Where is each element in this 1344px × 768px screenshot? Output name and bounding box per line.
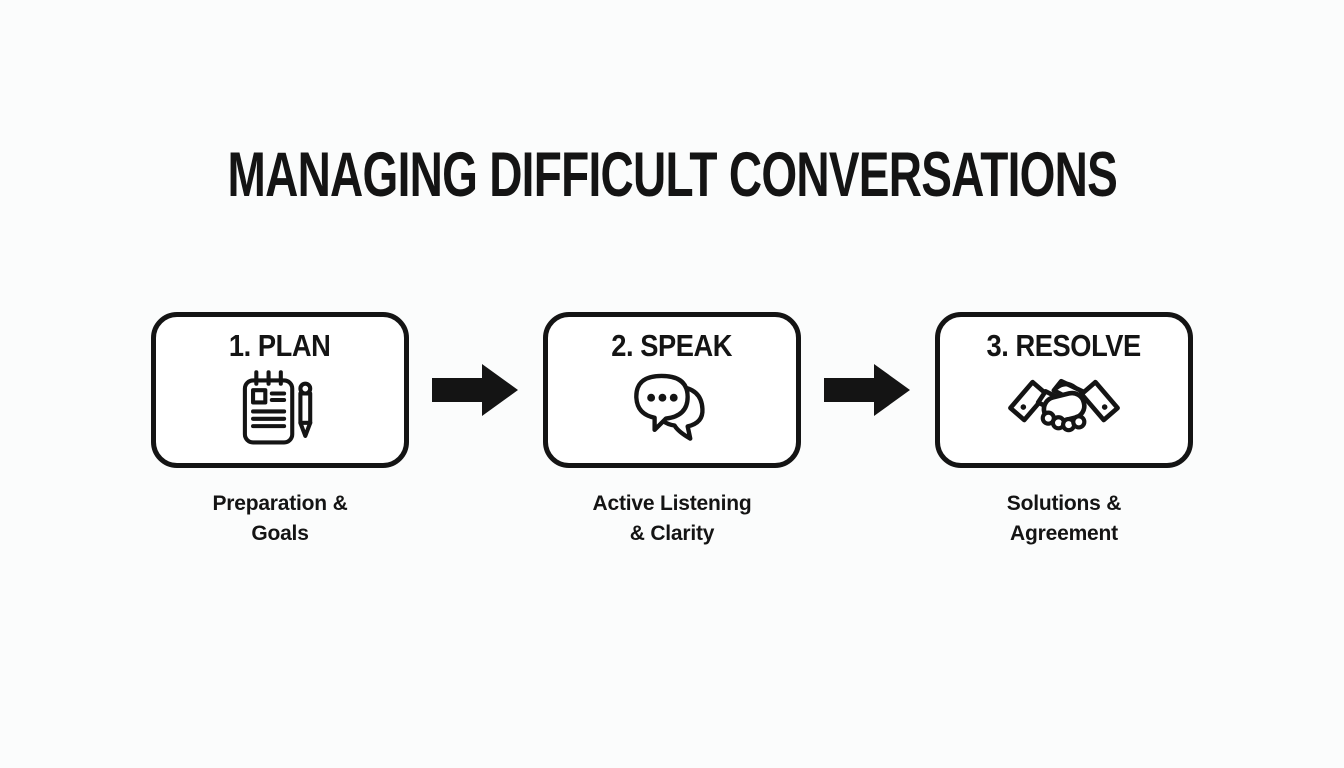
step-plan: 1. PLAN [151, 312, 409, 549]
step-heading-resolve: 3. RESOLVE [986, 328, 1142, 363]
notepad-pen-icon [238, 369, 322, 449]
caption-line: Goals [251, 521, 309, 545]
caption-line: & Clarity [629, 521, 715, 545]
caption-line: Solutions & [1006, 492, 1122, 515]
step-caption-speak: Active Listening & Clarity [593, 489, 752, 549]
page-title-wrap: MANAGING DIFFICULT CONVERSATIONS [0, 144, 1344, 207]
process-diagram: 1. PLAN [0, 312, 1344, 549]
caption-line: Agreement [1010, 521, 1118, 545]
step-box-resolve: 3. RESOLVE [935, 312, 1193, 468]
arrow-right-icon [409, 312, 543, 468]
step-caption-plan: Preparation & Goals [212, 489, 347, 549]
step-caption-resolve: Solutions & Agreement [1006, 489, 1122, 549]
step-box-plan: 1. PLAN [151, 312, 409, 468]
speech-bubbles-icon [626, 369, 718, 449]
step-heading-speak: 2. SPEAK [611, 328, 733, 363]
step-speak: 2. SPEAK Active Listening & C [543, 312, 801, 549]
step-heading-plan: 1. PLAN [229, 328, 331, 363]
handshake-icon [1003, 369, 1125, 447]
step-resolve: 3. RESOLVE [935, 312, 1193, 549]
caption-line: Preparation & [212, 492, 348, 515]
arrow-right-icon [801, 312, 935, 468]
caption-line: Active Listening [592, 492, 752, 515]
page-title: MANAGING DIFFICULT CONVERSATIONS [227, 140, 1117, 210]
step-box-speak: 2. SPEAK [543, 312, 801, 468]
